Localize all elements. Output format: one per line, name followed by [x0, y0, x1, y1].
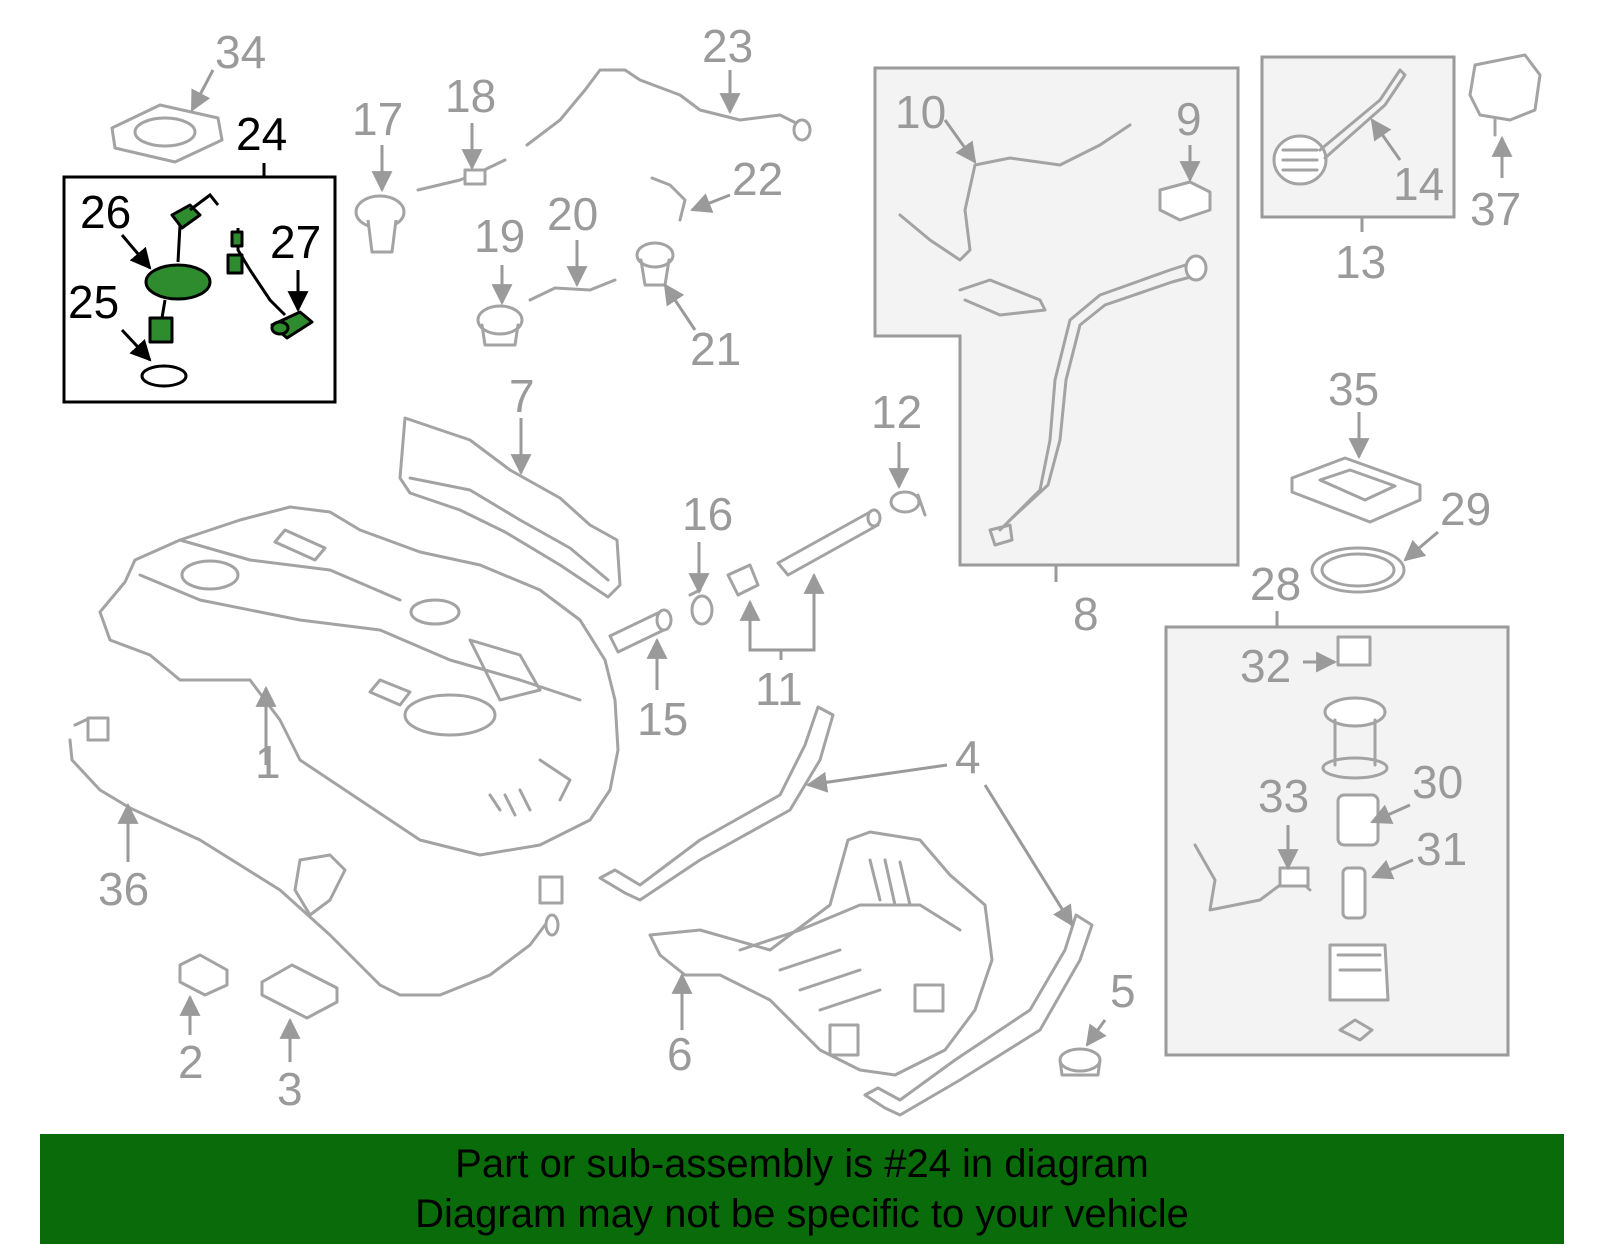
callout-23: 23: [702, 20, 753, 72]
callout-28: 28: [1250, 558, 1301, 610]
banner-line-1: Part or sub-assembly is #24 in diagram: [455, 1142, 1149, 1186]
gasket-part-29[interactable]: [1310, 546, 1406, 594]
callout-20: 20: [547, 188, 598, 240]
tank-strap-part[interactable]: [598, 705, 1094, 1117]
under-shield-part[interactable]: [648, 830, 994, 1077]
callout-30: 30: [1412, 756, 1463, 808]
callout-9: 9: [1176, 93, 1202, 145]
callout-35: 35: [1328, 363, 1379, 415]
part-17[interactable]: [354, 194, 406, 254]
callout-24: 24: [236, 108, 287, 160]
clamp-part-16[interactable]: [688, 588, 714, 626]
hose-part-22[interactable]: [650, 176, 687, 222]
fuel-level-sender-part-24[interactable]: [140, 192, 314, 388]
callout-8: 8: [1073, 588, 1099, 640]
callout-26: 26: [80, 186, 131, 238]
callout-27: 27: [270, 216, 321, 268]
callout-33: 33: [1258, 770, 1309, 822]
callout-17: 17: [352, 93, 403, 145]
info-banner: Part or sub-assembly is #24 in diagram D…: [40, 1134, 1564, 1244]
hose-part-18[interactable]: [416, 158, 507, 192]
filler-neck-part[interactable]: [898, 123, 1208, 547]
callout-14: 14: [1393, 158, 1444, 210]
callout-5: 5: [1110, 965, 1136, 1017]
callout-10: 10: [895, 86, 946, 138]
callout-2: 2: [178, 1036, 204, 1088]
callout-16: 16: [682, 488, 733, 540]
pipe-part-15[interactable]: [608, 608, 673, 654]
pad-part-2[interactable]: [178, 953, 229, 997]
lid-opener-part-37[interactable]: [1468, 53, 1542, 137]
callout-15: 15: [637, 693, 688, 745]
fuel-cap-part[interactable]: [1272, 68, 1407, 186]
valve-part-21[interactable]: [635, 241, 675, 287]
hose-part-11[interactable]: [726, 508, 882, 597]
cover-part-35[interactable]: [1290, 456, 1422, 524]
callout-37: 37: [1470, 183, 1521, 235]
callout-32: 32: [1240, 640, 1291, 692]
callout-13: 13: [1335, 236, 1386, 288]
callout-4: 4: [955, 731, 981, 783]
callout-21: 21: [690, 323, 741, 375]
callout-18: 18: [445, 70, 496, 122]
callout-12: 12: [871, 386, 922, 438]
callout-6: 6: [667, 1028, 693, 1080]
valve-part-19[interactable]: [476, 304, 524, 347]
grommet-part-5[interactable]: [1058, 1047, 1102, 1077]
fuel-pump-assembly-part[interactable]: [1193, 635, 1390, 1042]
fuel-tank-part[interactable]: [98, 505, 620, 857]
callout-11: 11: [755, 663, 803, 715]
banner-line-2: Diagram may not be specific to your vehi…: [415, 1192, 1189, 1236]
hose-part-20[interactable]: [528, 278, 617, 302]
pad-part-3[interactable]: [260, 963, 339, 1020]
callout-7: 7: [509, 370, 535, 422]
cover-part-34[interactable]: [110, 103, 224, 164]
callout-22: 22: [732, 153, 783, 205]
callout-1: 1: [255, 736, 281, 788]
callout-19: 19: [474, 210, 525, 262]
wire-harness-part[interactable]: [68, 716, 564, 997]
callout-25: 25: [68, 276, 119, 328]
callout-36: 36: [98, 863, 149, 915]
group-box-8: [873, 66, 1240, 567]
callout-34: 34: [215, 26, 266, 78]
callout-31: 31: [1416, 823, 1467, 875]
tube-part-23[interactable]: [525, 68, 812, 147]
callout-3: 3: [277, 1063, 303, 1115]
callout-29: 29: [1440, 483, 1491, 535]
clamp-part-12[interactable]: [889, 490, 927, 517]
